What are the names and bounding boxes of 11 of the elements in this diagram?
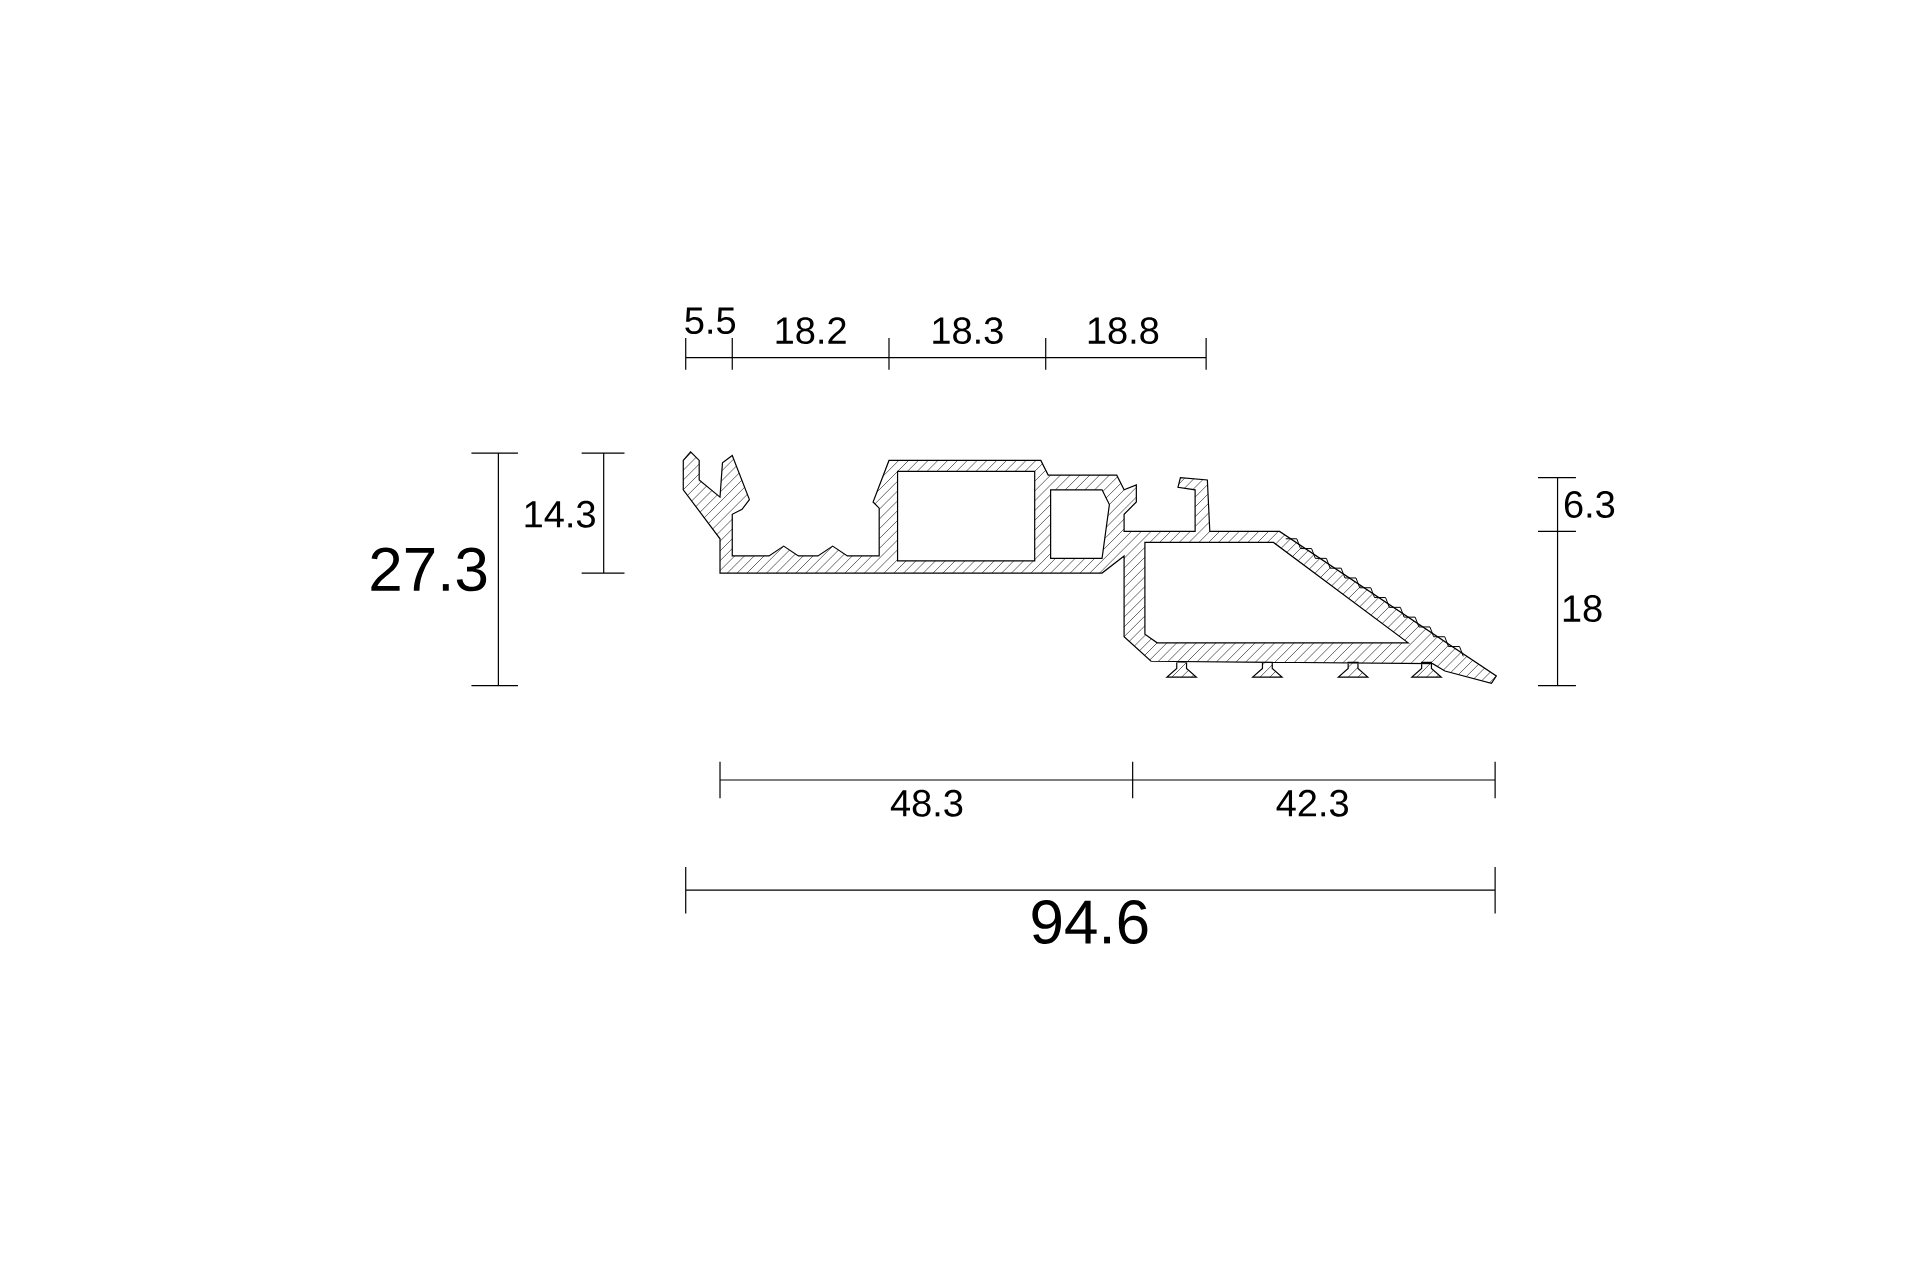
dimension-label: 48.3 xyxy=(890,789,963,817)
dimension-label: 5.5 xyxy=(685,307,736,334)
dimension-label: 42.3 xyxy=(1276,789,1348,817)
dimension-label: 6.3 xyxy=(1564,490,1615,518)
dimension-label: 18 xyxy=(1563,594,1602,622)
dimension-label: 27.3 xyxy=(371,547,487,592)
dimension-label: 14.3 xyxy=(525,500,595,528)
dimension-label: 18.8 xyxy=(1088,316,1159,344)
dimension-label: 18.2 xyxy=(776,316,846,344)
dimension-label: 94.6 xyxy=(1032,899,1148,944)
dimension-label: 18.3 xyxy=(933,316,1003,344)
